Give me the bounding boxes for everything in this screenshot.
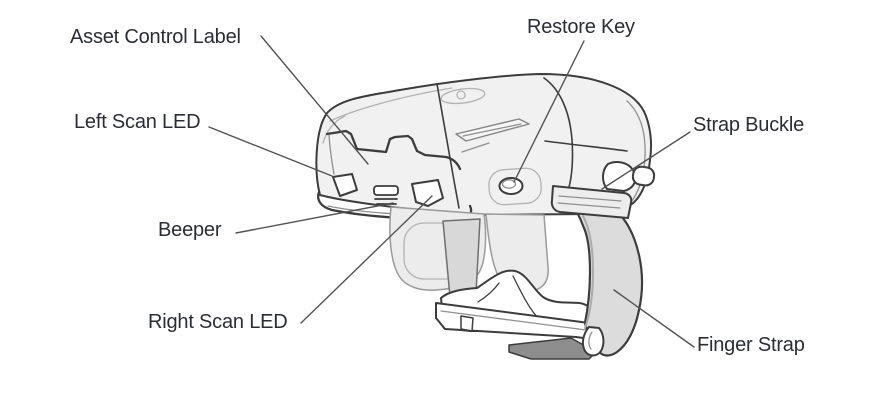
bottom-pad <box>508 337 597 360</box>
right-scan-led-window <box>411 179 444 207</box>
callout-left-scan-led: Left Scan LED <box>74 111 201 133</box>
leader-left-scan-led <box>208 126 333 177</box>
finger-strap-band <box>575 201 644 357</box>
top-surface-details <box>440 87 530 153</box>
leader-beeper <box>235 202 394 234</box>
leader-strap-buckle <box>601 131 691 190</box>
strap-left-band <box>442 218 481 298</box>
callout-strap-buckle: Strap Buckle <box>693 114 804 136</box>
strap-end-loop <box>581 326 605 357</box>
leader-restore-key <box>513 40 585 183</box>
callout-right-scan-led: Right Scan LED <box>148 311 288 333</box>
leader-lines <box>208 35 695 348</box>
base-plate <box>435 302 592 340</box>
leader-right-scan-led <box>300 195 433 324</box>
callout-finger-strap: Finger Strap <box>697 334 805 356</box>
left-scan-led-window <box>332 173 358 197</box>
strap-buckle-part <box>550 161 656 219</box>
callout-restore-key: Restore Key <box>527 16 635 38</box>
callout-asset-control-label: Asset Control Label <box>70 26 241 48</box>
restore-key-button[interactable] <box>488 167 542 206</box>
callout-beeper: Beeper <box>158 219 222 241</box>
leader-finger-strap <box>613 289 695 348</box>
leader-asset-control-label <box>260 35 369 165</box>
top-emblem <box>440 87 486 105</box>
